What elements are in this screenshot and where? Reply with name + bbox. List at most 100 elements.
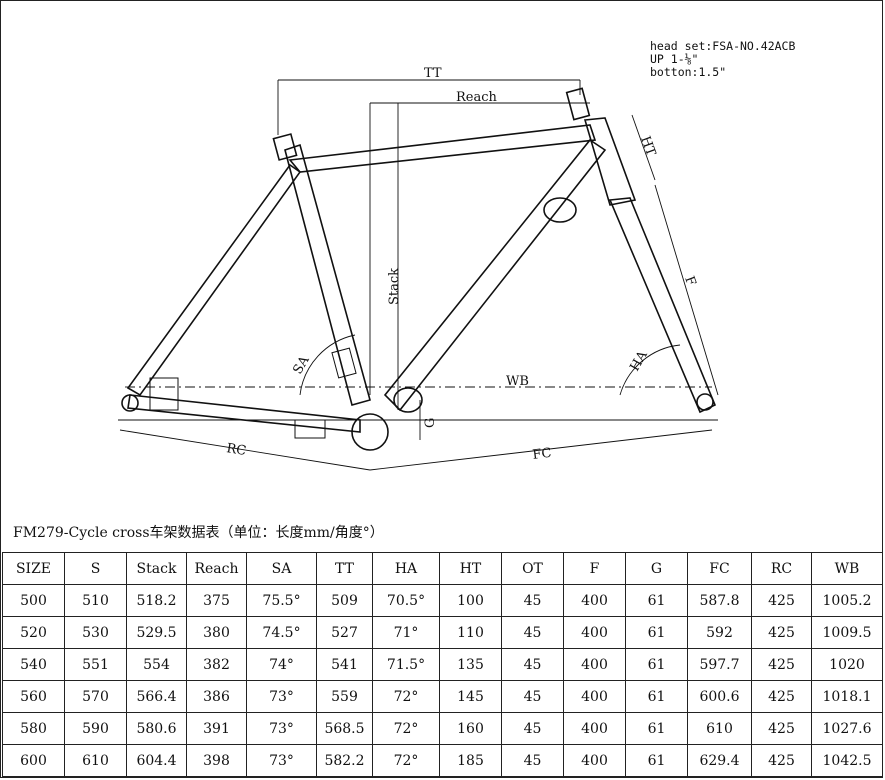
table-cell: 135	[439, 648, 502, 681]
table-cell: 386	[186, 680, 247, 713]
table-cell: 425	[751, 712, 812, 745]
wb-label: WB	[506, 374, 529, 389]
table-cell: 509	[316, 584, 373, 617]
column-header: RC	[751, 552, 812, 585]
table-cell: 597.7	[687, 648, 752, 681]
column-header: FC	[687, 552, 752, 585]
fc-label: FC	[532, 446, 553, 463]
column-header: OT	[501, 552, 564, 585]
table-cell: 425	[751, 744, 812, 777]
table-cell: 75.5°	[246, 584, 317, 617]
table-cell: 61	[625, 744, 688, 777]
table-cell: 74.5°	[246, 616, 317, 649]
table-cell: 600.6	[687, 680, 752, 713]
table-cell: 610	[64, 744, 127, 777]
table-cell: 425	[751, 616, 812, 649]
column-header: HT	[439, 552, 502, 585]
table-cell: 45	[501, 584, 564, 617]
sa-arc	[299, 334, 356, 396]
table-cell: 71.5°	[372, 648, 440, 681]
table-cell: 1018.1	[811, 680, 883, 713]
table-cell: 570	[64, 680, 127, 713]
table-cell: 1005.2	[811, 584, 883, 617]
table-cell: 590	[64, 712, 127, 745]
table-cell: 425	[751, 648, 812, 681]
table-cell: 580.6	[126, 712, 187, 745]
column-header: S	[64, 552, 127, 585]
rc-dimension	[119, 429, 371, 471]
table-cell: 425	[751, 680, 812, 713]
table-cell: 560	[2, 680, 65, 713]
table-cell: 518.2	[126, 584, 187, 617]
headset-note: head set:FSA-NO.42ACB	[650, 39, 796, 53]
fork-dimension	[654, 184, 719, 396]
table-cell: 587.8	[687, 584, 752, 617]
table-cell: 580	[2, 712, 65, 745]
table-cell: 398	[186, 744, 247, 777]
table-cell: 45	[501, 744, 564, 777]
table-cell: 185	[439, 744, 502, 777]
table-cell: 72°	[372, 712, 440, 745]
frame-geometry-drawing: TT Reach Stack HT F SA HA WB G RC FC	[118, 66, 719, 471]
table-cell: 45	[501, 616, 564, 649]
table-cell: 541	[316, 648, 373, 681]
table-cell: 1020	[811, 648, 883, 681]
table-cell: 73°	[246, 680, 317, 713]
tt-label: TT	[424, 66, 442, 81]
table-cell: 600	[2, 744, 65, 777]
stack-label: Stack	[387, 268, 402, 305]
table-cell: 582.2	[316, 744, 373, 777]
reach-dimension	[369, 102, 590, 395]
table-cell: 400	[563, 744, 626, 777]
table-cell: 61	[625, 584, 688, 617]
table-cell: 61	[625, 648, 688, 681]
table-cell: 554	[126, 648, 187, 681]
table-cell: 160	[439, 712, 502, 745]
table-cell: 61	[625, 616, 688, 649]
table-cell: 500	[2, 584, 65, 617]
table-cell: 110	[439, 616, 502, 649]
table-cell: 100	[439, 584, 502, 617]
table-cell: 380	[186, 616, 247, 649]
table-cell: 71°	[372, 616, 440, 649]
headset-notes: head set:FSA-NO.42ACB UP 1-⅛" botton:1.5…	[650, 40, 795, 79]
table-cell: 400	[563, 648, 626, 681]
table-cell: 520	[2, 616, 65, 649]
table-cell: 1042.5	[811, 744, 883, 777]
table-cell: 73°	[246, 744, 317, 777]
sa-label: SA	[290, 353, 312, 377]
table-cell: 45	[501, 712, 564, 745]
rc-label: RC	[225, 441, 247, 459]
column-header: Stack	[126, 552, 187, 585]
table-cell: 629.4	[687, 744, 752, 777]
table-cell: 72°	[372, 680, 440, 713]
table-cell: 530	[64, 616, 127, 649]
ha-label: HA	[627, 348, 651, 374]
column-header: SA	[246, 552, 317, 585]
fc-dimension	[369, 429, 713, 471]
bottom-bearing-note: botton:1.5"	[650, 65, 727, 79]
table-cell: 72°	[372, 744, 440, 777]
table-cell: 61	[625, 680, 688, 713]
table-cell: 1027.6	[811, 712, 883, 745]
table-cell: 391	[186, 712, 247, 745]
column-header: HA	[372, 552, 440, 585]
table-cell: 61	[625, 712, 688, 745]
table-cell: 400	[563, 680, 626, 713]
table-cell: 529.5	[126, 616, 187, 649]
column-header: G	[625, 552, 688, 585]
table-cell: 73°	[246, 712, 317, 745]
table-cell: 604.4	[126, 744, 187, 777]
frame-outline	[121, 87, 717, 451]
reach-label: Reach	[456, 90, 498, 105]
table-cell: 1009.5	[811, 616, 883, 649]
